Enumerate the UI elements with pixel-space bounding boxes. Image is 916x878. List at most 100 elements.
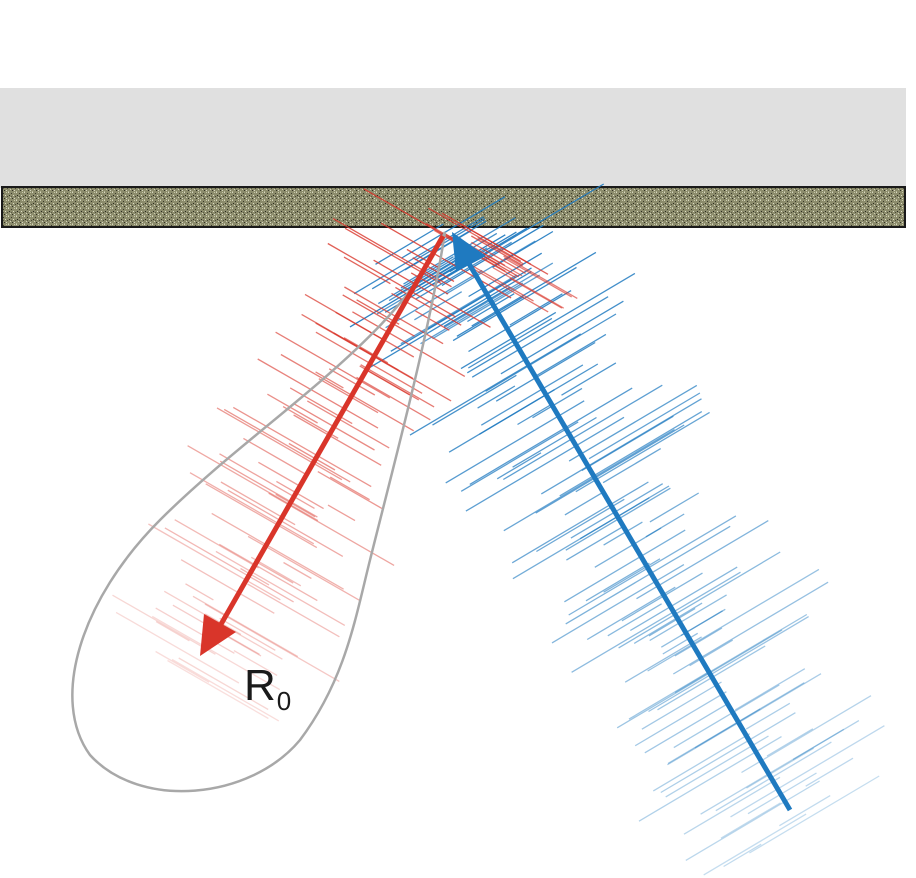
scatter-stroke bbox=[332, 218, 452, 288]
scatter-stroke bbox=[694, 708, 761, 749]
scatter-stroke bbox=[715, 741, 832, 812]
scatter-stroke bbox=[155, 650, 210, 683]
scatter-stroke bbox=[233, 650, 278, 676]
scatter-stroke bbox=[467, 293, 515, 323]
scatter-stroke bbox=[674, 627, 723, 657]
reflection-label-subscript: 0 bbox=[277, 686, 291, 716]
scatter-stroke bbox=[318, 378, 379, 414]
scatter-stroke bbox=[465, 416, 625, 512]
scatter-stroke bbox=[317, 471, 384, 510]
scatter-stroke bbox=[344, 286, 444, 345]
scatter-stroke bbox=[466, 272, 636, 374]
scatter-stroke bbox=[219, 617, 276, 651]
scatter-stroke bbox=[703, 813, 807, 876]
scatter-stroke bbox=[571, 571, 741, 673]
scatter-stroke bbox=[219, 460, 318, 518]
scatter-stroke bbox=[356, 376, 431, 421]
scatter-stroke bbox=[568, 384, 698, 462]
scatter-stroke bbox=[276, 480, 324, 510]
scatter-stroke bbox=[432, 374, 517, 426]
scatter-stroke bbox=[227, 489, 344, 557]
scatter-stroke bbox=[503, 255, 578, 299]
scatter-stroke bbox=[535, 424, 685, 514]
scatter-stroke bbox=[565, 525, 731, 625]
scatter-stroke bbox=[250, 556, 302, 587]
scatter-stroke bbox=[648, 616, 809, 713]
scatter-stroke bbox=[628, 671, 709, 720]
scatter-stroke bbox=[258, 461, 302, 488]
scatter-stroke bbox=[602, 448, 662, 484]
scatter-stroke bbox=[185, 583, 214, 601]
scatter-stroke bbox=[171, 658, 280, 722]
scatter-stroke bbox=[633, 602, 703, 644]
scatter-stroke bbox=[420, 282, 524, 345]
scatter-stroke bbox=[766, 728, 814, 757]
scatter-stroke bbox=[485, 313, 617, 392]
scatter-stroke bbox=[205, 483, 318, 549]
scatter-stroke bbox=[148, 523, 281, 601]
scatter-stroke bbox=[495, 341, 596, 402]
scatter-stroke bbox=[167, 659, 269, 720]
scatter-stroke bbox=[660, 712, 796, 794]
scatter-stroke bbox=[178, 657, 269, 711]
scatter-stroke bbox=[280, 353, 415, 432]
scatter-stroke bbox=[445, 400, 585, 484]
scatter-stroke bbox=[509, 277, 563, 309]
scatter-stroke bbox=[155, 621, 190, 642]
scatter-stroke bbox=[112, 594, 216, 655]
scatter-stroke bbox=[561, 362, 617, 396]
scatter-stroke bbox=[428, 207, 522, 262]
scatter-stroke bbox=[409, 333, 582, 436]
scatter-stroke bbox=[603, 558, 661, 593]
scatter-stroke bbox=[745, 702, 791, 730]
scatter-stroke bbox=[779, 795, 831, 827]
scatter-stroke bbox=[564, 529, 686, 603]
scatter-stroke bbox=[746, 747, 815, 789]
scatter-stroke bbox=[460, 311, 557, 370]
scatter-stroke bbox=[674, 613, 808, 694]
incident-arrow bbox=[452, 232, 793, 812]
scatter-stroke bbox=[471, 251, 597, 327]
scatter-stroke bbox=[459, 223, 549, 275]
scatter-stroke bbox=[462, 259, 534, 302]
scatter-stroke bbox=[480, 364, 584, 426]
scatter-stroke bbox=[588, 392, 701, 460]
scatter-stroke bbox=[469, 387, 633, 485]
scatter-stroke bbox=[477, 385, 516, 409]
scatter-stroke bbox=[471, 241, 526, 274]
scatter-stroke bbox=[329, 476, 370, 501]
scatter-stroke bbox=[662, 632, 699, 655]
scatter-stroke bbox=[306, 400, 390, 449]
scatter-stroke bbox=[333, 332, 399, 371]
scatter-stroke bbox=[532, 387, 583, 419]
scatter-stroke bbox=[219, 453, 315, 509]
scatter-stroke bbox=[192, 595, 299, 658]
scatter-stroke bbox=[566, 525, 624, 561]
scatter-stroke bbox=[404, 229, 473, 271]
scatter-stroke bbox=[470, 235, 524, 267]
scatter-stroke bbox=[275, 493, 316, 518]
reflected-scatter-strokes bbox=[112, 188, 578, 722]
scatter-stroke bbox=[328, 368, 376, 396]
scatter-stroke bbox=[652, 733, 751, 792]
scatter-stroke bbox=[342, 294, 415, 337]
scatter-stroke bbox=[189, 472, 315, 545]
scatter-stroke bbox=[218, 543, 318, 602]
scatter-stroke bbox=[216, 407, 343, 481]
reflected-arrow-shaft bbox=[217, 234, 446, 628]
scatter-stroke bbox=[644, 703, 729, 754]
scatter-stroke bbox=[360, 364, 435, 408]
scatter-stroke bbox=[477, 237, 524, 265]
scatter-stroke bbox=[343, 256, 391, 285]
scatter-stroke bbox=[734, 668, 806, 711]
scatter-stroke bbox=[456, 296, 525, 337]
scatter-stroke bbox=[223, 408, 351, 483]
scatter-stroke bbox=[327, 504, 356, 522]
scatter-stroke bbox=[730, 725, 885, 818]
scatter-stroke bbox=[585, 562, 650, 602]
scatter-stroke bbox=[257, 358, 379, 429]
scatter-stroke bbox=[406, 248, 440, 269]
scatter-stroke bbox=[288, 442, 336, 471]
scatter-stroke bbox=[689, 639, 734, 667]
scatter-stroke bbox=[500, 300, 624, 375]
